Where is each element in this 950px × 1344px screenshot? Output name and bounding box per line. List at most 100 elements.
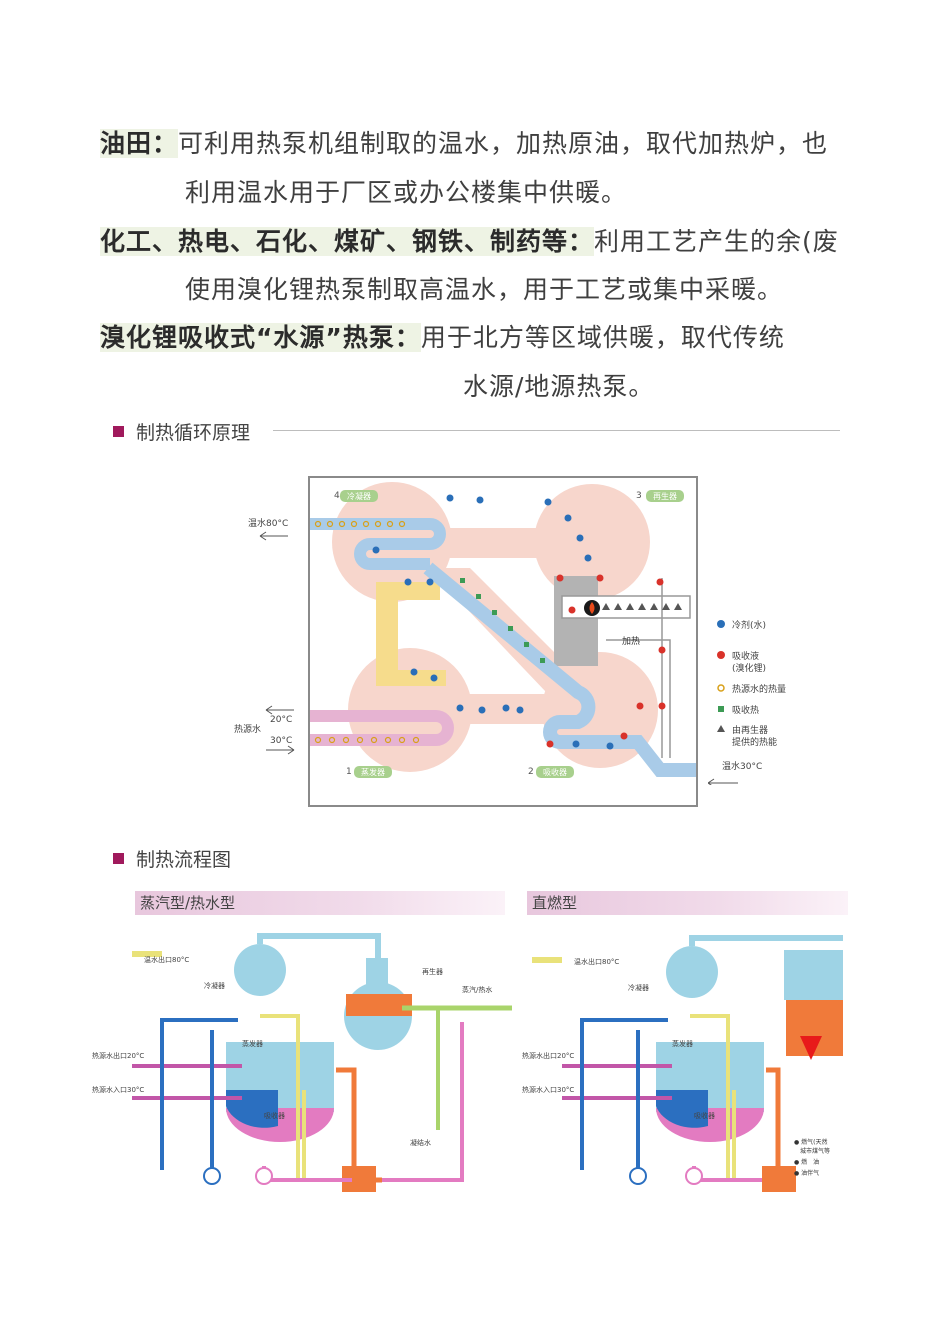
- source-heat-icon: [717, 684, 725, 692]
- paragraph-lead: 油田：: [100, 129, 179, 158]
- refrigerant-icon: [717, 620, 725, 628]
- source-out-label: 热源水出口20°C: [522, 1051, 574, 1060]
- cycle-legend: 冷剂(水) 吸收液 (溴化锂) 热源水的热量 吸收热 由再生器 提供的热能 温水…: [708, 619, 786, 785]
- number-2: 2: [528, 767, 534, 777]
- absorbent-marker: [636, 702, 644, 710]
- heat-label: 加热: [622, 635, 640, 647]
- legend-source-heat: 热源水的热量: [732, 683, 786, 695]
- heat-exchanger-icon: [762, 1166, 796, 1192]
- hot-in-label: 温水30°C: [722, 760, 762, 772]
- cycle-svg: 4 冷凝器 3 再生器 1 蒸发器 2 吸收器 加热: [300, 482, 696, 778]
- heat-marker: [314, 520, 322, 528]
- legend-gen-heat: 由再生器: [732, 724, 768, 736]
- condenser-coil: [310, 518, 446, 570]
- yellow-pipe-bottom: [376, 670, 446, 686]
- heat-marker: [328, 736, 336, 744]
- refrigerant-marker: [404, 578, 412, 586]
- heat-marker: [412, 736, 420, 744]
- generator-label: 再生器: [653, 491, 677, 501]
- heat-marker: [342, 736, 350, 744]
- absorbed-heat-marker: [476, 594, 481, 599]
- absorbed-heat-icon: [718, 706, 724, 712]
- absorbed-heat-marker: [492, 610, 497, 615]
- label-pill-generator: [646, 490, 684, 502]
- hot-out-label: 温水出口80°C: [144, 955, 189, 964]
- paragraph-text: 用于北方等区域供暖，取代传统: [420, 323, 785, 352]
- paragraph-watersource-line2: 水源/地源热泵。: [463, 372, 655, 401]
- arrow-right-icon: [266, 745, 295, 755]
- hot-water-pipe: [423, 562, 696, 777]
- yellow-pipes: [260, 1014, 306, 1180]
- source-out-label: 热源水出口20°C: [92, 1051, 144, 1060]
- condenser-label: 冷凝器: [347, 491, 371, 501]
- heat-marker: [338, 520, 346, 528]
- absorbent-marker: [658, 646, 666, 654]
- heat-marker: [386, 520, 394, 528]
- orange-pipes: [336, 1067, 382, 1183]
- fuel-city-gas-label: 城市煤气等: [800, 1147, 830, 1155]
- refrigerant-marker: [430, 674, 438, 682]
- flow-band-direct-fired: 直燃型: [527, 891, 848, 915]
- heat-marker: [326, 520, 334, 528]
- refrigerant-marker: [372, 546, 380, 554]
- cycle-left-labels: 温水80°C 20°C 热源水 30°C: [234, 517, 295, 755]
- generator-heat-marker: [614, 603, 622, 610]
- section-heading-cycle: 制热循环原理: [113, 418, 840, 445]
- section-heading-flow: 制热流程图: [113, 845, 231, 872]
- yellow-pipe-top: [376, 582, 440, 600]
- heat-marker: [370, 736, 378, 744]
- absorber-label: 吸收器: [264, 1111, 285, 1120]
- fuel-associated-gas-label: ● 油伴气: [794, 1169, 819, 1177]
- paragraph-oilfield-line2: 利用温水用于厂区或办公楼集中供暖。: [185, 178, 628, 207]
- generator-heat-marker: [674, 603, 682, 610]
- condenser-shell: [666, 946, 718, 998]
- refrigerant-marker: [478, 706, 486, 714]
- heating-cycle-diagram: 4 冷凝器 3 再生器 1 蒸发器 2 吸收器 加热: [300, 476, 698, 807]
- refrigerant-marker: [502, 704, 510, 712]
- heat-marker: [398, 520, 406, 528]
- absorbent-marker: [568, 606, 576, 614]
- paragraph-industry-line2: 使用溴化锂热泵制取高温水，用于工艺或集中采暖。: [185, 275, 784, 304]
- refrigerant-marker: [456, 704, 464, 712]
- condenser-label: 冷凝器: [628, 983, 649, 992]
- generator-heat-marker: [662, 603, 670, 610]
- number-3: 3: [636, 491, 642, 501]
- refrigerant-marker: [584, 554, 592, 562]
- generator-heat-marker: [638, 603, 646, 610]
- pump-icon: [203, 1167, 221, 1185]
- refrigerant-marker: [446, 494, 454, 502]
- pump-icon: [255, 1167, 273, 1185]
- section-bullet: [113, 853, 124, 864]
- generator-heat-marker: [626, 603, 634, 610]
- blue-pipes: [580, 1018, 668, 1170]
- flame-icon: [800, 1036, 822, 1060]
- evaporator-label: 蒸发器: [672, 1039, 693, 1048]
- paragraph-watersource-line1: 溴化锂吸收式“水源”热泵：用于北方等区域供暖，取代传统: [100, 318, 785, 354]
- paragraph-lead: 化工、热电、石化、煤矿、钢铁、制药等：: [100, 227, 595, 256]
- section-title: 制热流程图: [136, 849, 232, 871]
- condenser-shell: [234, 944, 286, 996]
- condensate-label: 凝结水: [410, 1138, 431, 1147]
- refrigerant-marker: [426, 578, 434, 586]
- condenser-label: 冷凝器: [204, 981, 225, 990]
- legend-gen-heat-2: 提供的热能: [732, 736, 777, 748]
- generator-heat-marker: [602, 603, 610, 610]
- refrigerant-marker: [516, 706, 524, 714]
- heat-source-coil: [300, 710, 454, 746]
- legend-refrigerant: 冷剂(水): [732, 619, 766, 631]
- absorbed-heat-marker: [524, 642, 529, 647]
- evaporator-label: 蒸发器: [242, 1039, 263, 1048]
- steam-label: 蒸汽/热水: [462, 985, 492, 994]
- yellow-pipes: [690, 1014, 736, 1180]
- paragraph-oilfield-line1: 油田：可利用热泵机组制取的温水，加热原油，取代加热炉，也: [100, 124, 828, 160]
- heating-tray: [561, 595, 691, 619]
- paragraph-lead: 溴化锂吸收式“水源”热泵：: [100, 323, 421, 352]
- vapor-pipe: [257, 933, 381, 958]
- number-4: 4: [334, 491, 340, 501]
- legend-absorbent: 吸收液: [732, 650, 759, 662]
- absorbent-marker: [546, 740, 554, 748]
- heat-marker: [314, 736, 322, 744]
- pump-icon: [685, 1167, 703, 1185]
- right-pipe-2: [606, 639, 671, 758]
- direct-fired-generator: [784, 950, 843, 1000]
